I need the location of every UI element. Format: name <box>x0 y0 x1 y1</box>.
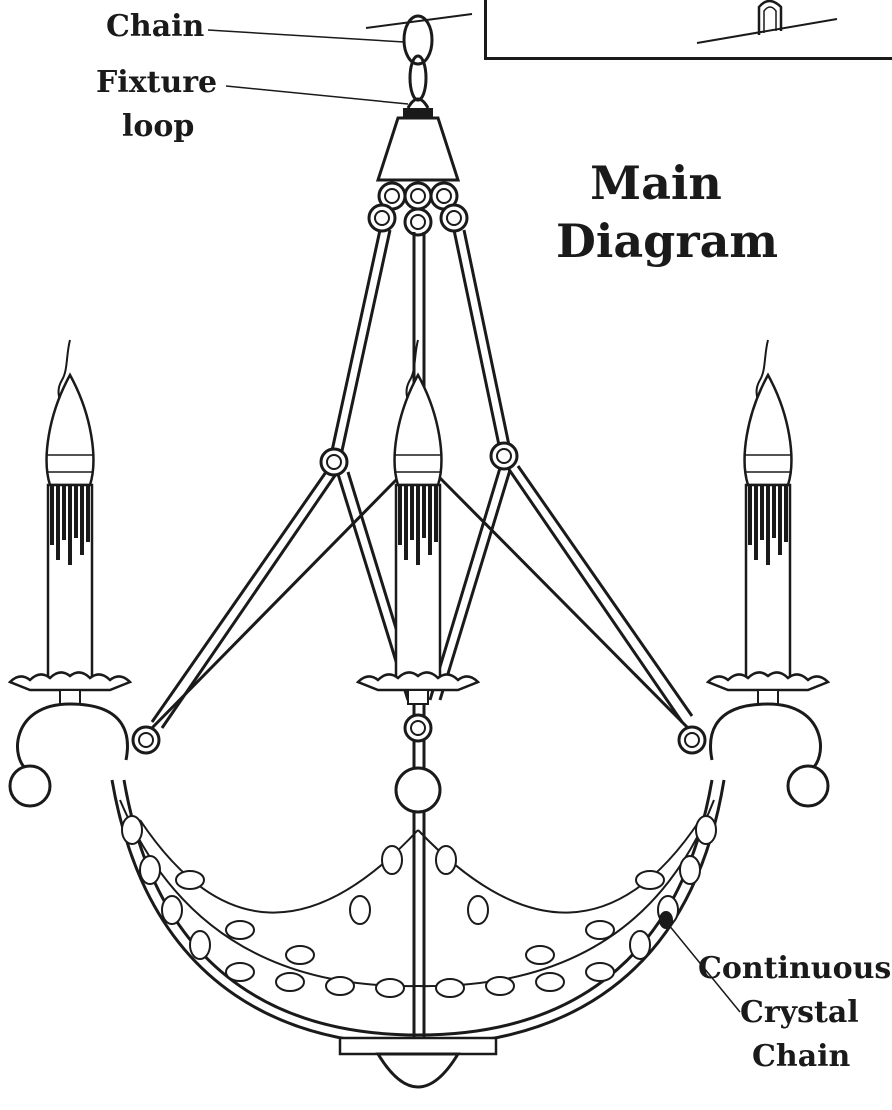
left-candle <box>8 338 132 706</box>
fixture-loop-label-line1: Fixture <box>96 65 218 100</box>
inset-detail-box <box>484 0 892 60</box>
fixture-loop-label-line2: loop <box>122 109 195 144</box>
ceiling-hook-detail <box>696 0 838 44</box>
right-candle <box>706 338 830 706</box>
crystal-chain-label-line1: Continuous <box>698 951 892 986</box>
crystal-chain-label-line3: Chain <box>752 1039 851 1074</box>
diagram-title-line2: Diagram <box>556 214 779 268</box>
chain-label: Chain <box>106 9 205 44</box>
diagram-title-line1: Main <box>590 156 722 210</box>
crystal-chain-label-line2: Crystal <box>740 995 859 1030</box>
center-candle <box>356 338 480 706</box>
